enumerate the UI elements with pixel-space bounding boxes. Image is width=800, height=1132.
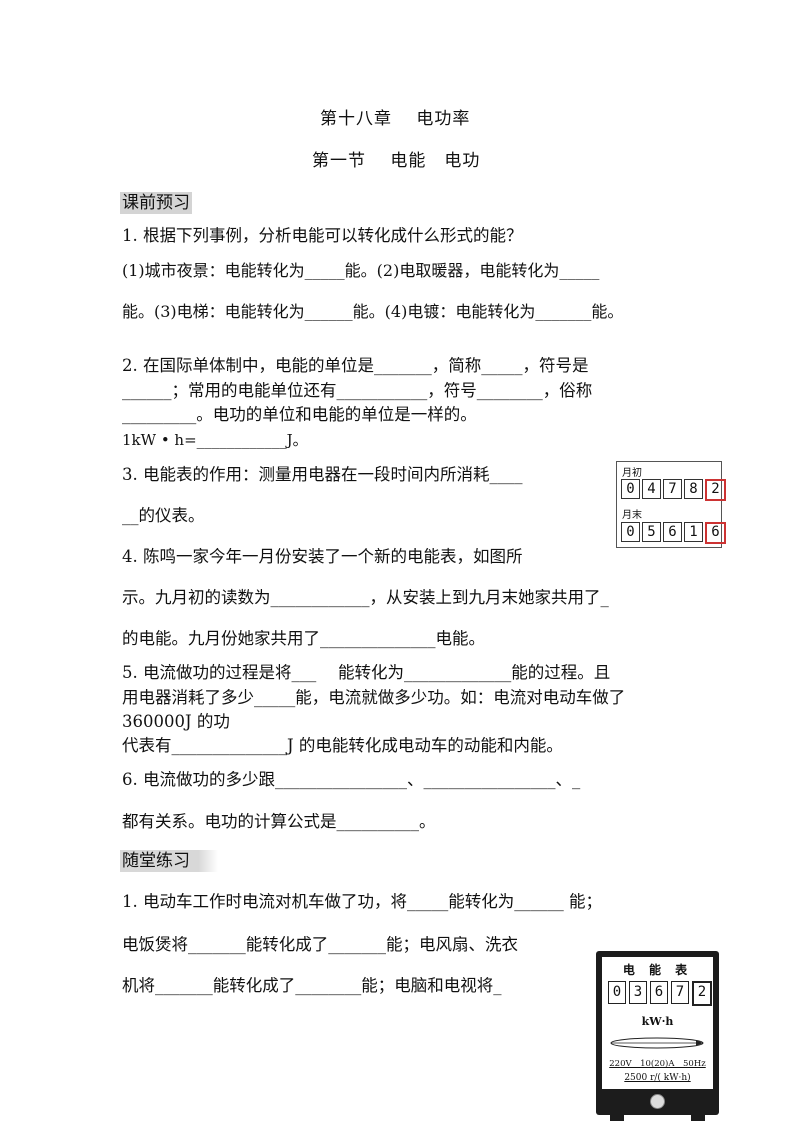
question-line: __的仪表。 — [122, 506, 205, 525]
question-line: 代表有______________J 的电能转化成电动车的动能和内能。 — [122, 736, 563, 755]
question-line: 都有关系。电功的计算公式是__________。 — [122, 812, 436, 831]
question-line: 电饭煲将_______能转化成了_______能；电风扇、洗衣 — [122, 935, 518, 954]
meter-label-start: 月初 — [622, 468, 642, 479]
question-line: 能。(3)电梯：电能转化为______能。(4)电镀：电能转化为_______能… — [122, 302, 624, 321]
meter-digits: 0 3 6 7 2 — [608, 981, 715, 1006]
section-heading-practice: 随堂练习 — [120, 850, 218, 872]
question-line: 2. 在国际单体制中，电能的单位是_______，简称_____，符号是 — [122, 356, 589, 375]
question-line: ______；常用的电能单位还有___________，符号________，俗… — [122, 381, 593, 400]
section-heading-preview: 课前预习 — [120, 192, 192, 214]
meter-face: 电 能 表 0 3 6 7 2 kW·h 220V 10(20)A 50Hz 2… — [602, 957, 713, 1089]
question-line: 5. 电流做功的过程是将___ 能转化为_____________能的过程。且 — [122, 663, 611, 682]
meter-start-digits: 0 4 7 8 2 — [621, 479, 728, 501]
question-line: 用电器消耗了多少_____能，电流就做多少功。如：电流对电动车做了 — [122, 688, 626, 707]
question-line: 1. 电动车工作时电流对机车做了功，将_____能转化为______ 能； — [122, 892, 602, 911]
question-line: 的电能。九月份她家共用了______________电能。 — [122, 629, 485, 648]
question-line: (1)城市夜景：电能转化为_____能。(2)电取暖器，电能转化为_____ — [122, 261, 600, 280]
meter-foot — [691, 1113, 705, 1121]
meter-digit: 6 — [663, 522, 682, 542]
meter-digit: 3 — [629, 981, 647, 1004]
meter-readings-figure: 月初 0 4 7 8 2 月末 0 5 6 1 6 — [616, 461, 726, 548]
meter-digit: 5 — [642, 522, 661, 542]
meter-digit: 7 — [663, 479, 682, 499]
meter-digit: 7 — [671, 981, 689, 1004]
meter-digit: 1 — [684, 522, 703, 542]
question-line: 6. 电流做功的多少跟________________、____________… — [122, 770, 581, 789]
screw-icon — [650, 1094, 665, 1109]
question-line: 3. 电能表的作用：测量用电器在一段时间内所消耗____ — [122, 465, 523, 484]
question-line: _________。电功的单位和电能的单位是一样的。 — [122, 405, 477, 424]
meter-digit: 0 — [608, 981, 626, 1004]
meter-digit-decimal: 6 — [705, 522, 726, 544]
meter-digit: 6 — [650, 981, 668, 1004]
meter-spec-rating: 220V 10(20)A 50Hz — [609, 1059, 706, 1069]
question-line: 1. 根据下列事例，分析电能可以转化成什么形式的能？ — [122, 226, 523, 245]
question-line: 1kW • h=____________J。 — [122, 431, 308, 449]
meter-unit: kW·h — [641, 1015, 674, 1028]
meter-end-digits: 0 5 6 1 6 — [621, 522, 728, 544]
electric-meter-image: 电 能 表 0 3 6 7 2 kW·h 220V 10(20)A 50Hz 2… — [596, 951, 719, 1121]
meter-digit-decimal: 2 — [692, 981, 712, 1006]
meter-digit: 8 — [684, 479, 703, 499]
chapter-title: 第十八章 电功率 — [320, 109, 471, 129]
meter-foot — [610, 1113, 624, 1121]
meter-digit: 4 — [642, 479, 661, 499]
meter-digit: 0 — [621, 522, 640, 542]
meter-title: 电 能 表 — [622, 963, 693, 977]
meter-disc-icon — [610, 1037, 704, 1049]
meter-spec-constant: 2500 r/( kW·h) — [624, 1073, 691, 1083]
meter-digit: 0 — [621, 479, 640, 499]
question-line: 360000J 的功 — [122, 712, 230, 731]
meter-digit-decimal: 2 — [705, 479, 726, 501]
question-line: 机将_______能转化成了________能；电脑和电视将_ — [122, 976, 502, 995]
question-line: 示。九月初的读数为____________，从安装上到九月末她家共用了_ — [122, 588, 609, 607]
section-title: 第一节 电能 电功 — [312, 151, 481, 171]
meter-label-end: 月末 — [622, 510, 642, 521]
question-line: 4. 陈鸣一家今年一月份安装了一个新的电能表，如图所 — [122, 547, 523, 566]
